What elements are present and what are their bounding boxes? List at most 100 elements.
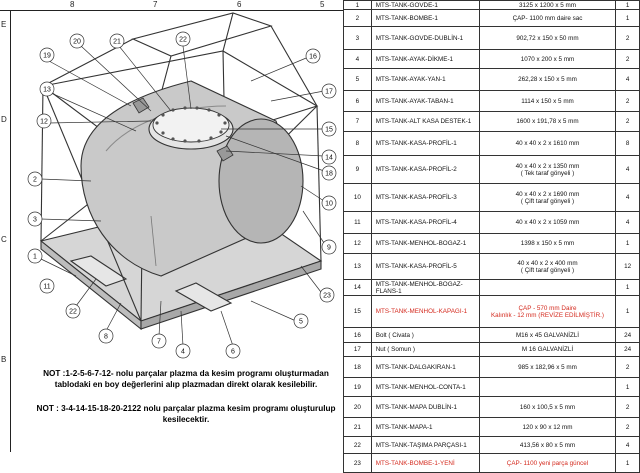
bom-item-number: 18	[343, 356, 372, 378]
bom-item-number: 22	[343, 436, 372, 454]
svg-text:11: 11	[43, 284, 50, 291]
balloon: 15	[321, 121, 337, 137]
bom-dimensions: 3125 x 1200 x 5 mm	[478, 0, 617, 10]
bom-part-name: MTS-TANK-BOMBE-1	[370, 9, 480, 27]
bom-dimensions: 902,72 x 150 x 50 mm	[478, 26, 617, 50]
leader-line	[225, 135, 325, 172]
svg-text:17: 17	[325, 89, 333, 96]
balloon: 11	[39, 278, 55, 294]
bom-dimensions: 160 x 100,5 x 5 mm	[478, 396, 617, 418]
bom-item-number: 4	[343, 49, 372, 69]
leader-line	[40, 258, 77, 277]
svg-text:1: 1	[33, 254, 37, 261]
top-frame-upper	[131, 12, 273, 57]
bom-quantity: 24	[615, 342, 640, 357]
leader-line	[300, 265, 325, 297]
balloon: 23	[319, 287, 335, 303]
bom-quantity: 2	[615, 396, 640, 418]
bom-item-number: 5	[343, 68, 372, 91]
zone-label: 5	[320, 0, 325, 9]
zone-label: C	[1, 235, 7, 244]
bom-part-name: MTS-TANK-AYAK-YAN-1	[370, 68, 480, 91]
zone-label: E	[1, 20, 7, 29]
zone-label: 6	[237, 0, 242, 9]
balloon: 10	[321, 195, 337, 211]
top-rail	[270, 25, 318, 107]
balloon: 3	[27, 211, 43, 227]
bom-part-name: MTS-TANK-MAPA DUBLİN-1	[370, 396, 480, 418]
bom-item-number: 15	[343, 295, 372, 328]
balloon: 8	[98, 328, 114, 344]
bom-part-name: MTS-TANK-MENHOL-CONTA-1	[370, 377, 480, 397]
bom-dimensions: 40 x 40 x 2 x 1059 mm	[478, 211, 617, 234]
leader-line	[250, 55, 312, 82]
zone-ruler-top: 8 7 6 5	[0, 0, 343, 11]
bom-quantity: 2	[615, 356, 640, 378]
leader-line	[180, 310, 184, 347]
leader-line	[300, 185, 325, 202]
svg-text:2: 2	[33, 177, 37, 184]
bom-part-name: MTS-TANK-MENHOL-BOGAZ-1	[370, 233, 480, 254]
bom-dimensions: M16 x 45 GALVANİZLİ	[478, 327, 617, 343]
bom-part-name: MTS-TANK-GOVDE-DUBLİN-1	[370, 26, 480, 50]
balloon: 17	[321, 83, 337, 99]
bom-quantity: 1	[615, 0, 640, 10]
bom-dimensions: M 16 GALVANİZLİ	[478, 342, 617, 357]
bom-quantity: 4	[615, 68, 640, 91]
svg-text:9: 9	[327, 245, 331, 252]
bom-part-name: MTS-TANK-KASA-PROFİL-3	[370, 183, 480, 212]
tank-end-cap	[218, 118, 304, 244]
bom-quantity: 4	[615, 183, 640, 212]
balloon: 19	[39, 47, 55, 63]
bom-part-name: MTS-TANK-TAŞIMA PARÇASI-1	[370, 436, 480, 454]
bom-item-number: 2	[343, 9, 372, 27]
bom-item-number: 9	[343, 155, 372, 184]
bom-quantity: 12	[615, 253, 640, 280]
bom-dimensions: 413,56 x 80 x 5 mm	[478, 436, 617, 454]
tank-isometric-drawing: 19 20 21 22 13 12 2 3 1 11 22 8 7 4 6 5 …	[27, 12, 337, 359]
bom-item-number: 23	[343, 453, 372, 473]
post-1	[40, 85, 44, 242]
bom-item-number: 7	[343, 111, 372, 132]
bom-quantity: 4	[615, 211, 640, 234]
zone-ruler-left: E D C B	[0, 10, 11, 452]
leader-line	[40, 218, 102, 222]
bom-item-number: 20	[343, 396, 372, 418]
bom-quantity: 1	[615, 233, 640, 254]
svg-text:8: 8	[104, 334, 108, 341]
bom-dimensions: 1070 x 200 x 5 mm	[478, 49, 617, 69]
bom-item-number: 13	[343, 253, 372, 280]
leader-line	[182, 45, 192, 110]
balloon: 22	[65, 303, 81, 319]
svg-text:22: 22	[179, 37, 187, 44]
bom-part-name: MTS-TANK-GOVDE-1	[370, 0, 480, 10]
leader-line	[75, 278, 97, 307]
svg-text:21: 21	[113, 39, 121, 46]
bom-item-number: 3	[343, 26, 372, 50]
zone-label: 8	[70, 0, 75, 9]
svg-text:20: 20	[73, 39, 81, 46]
svg-text:5: 5	[299, 319, 303, 326]
balloon: 13	[39, 81, 55, 97]
balloon: 16	[305, 48, 321, 64]
svg-text:12: 12	[40, 119, 48, 126]
balloon: 5	[293, 313, 309, 329]
bom-dimensions: ÇAP - 570 mm Daire Kalınlık - 12 mm (REV…	[478, 295, 617, 328]
bom-item-number: 16	[343, 327, 372, 343]
balloon: 2	[27, 171, 43, 187]
